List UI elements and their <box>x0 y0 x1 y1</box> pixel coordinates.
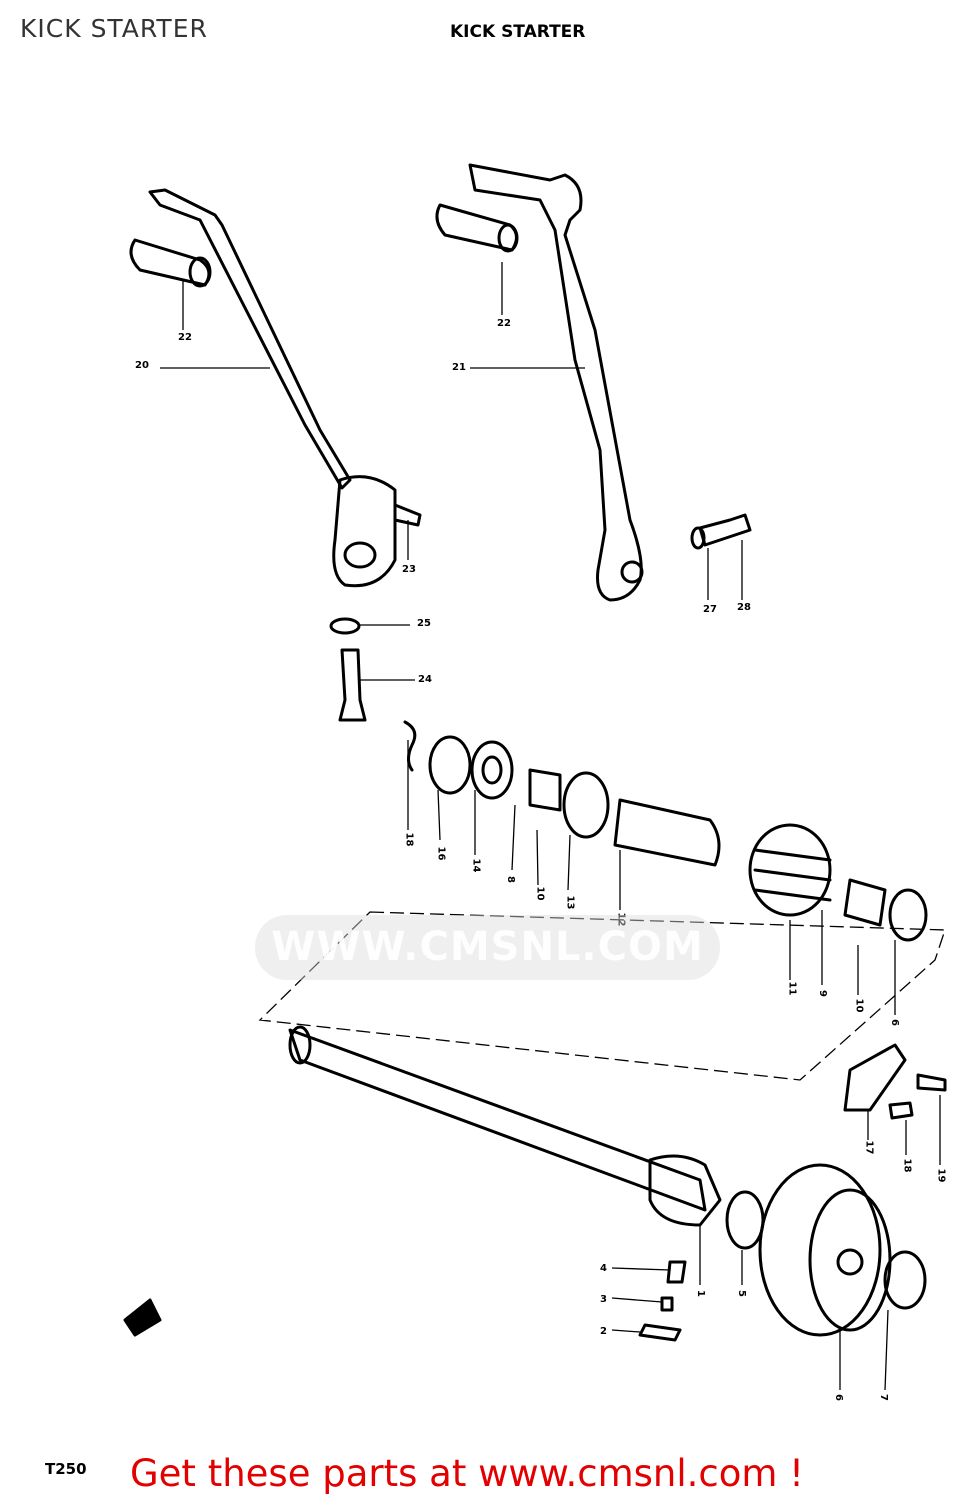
callout-label: 14 <box>470 858 482 873</box>
washer-5-part <box>725 1190 765 1250</box>
callout-label: 19 <box>935 1168 947 1183</box>
spacer-9-part <box>843 878 887 927</box>
callout-label: 20 <box>135 360 149 371</box>
kick-grip-right-part <box>435 203 519 253</box>
callout-label: 17 <box>863 1140 875 1155</box>
callout-label: 9 <box>816 990 828 997</box>
callout-label: 6 <box>832 1394 844 1401</box>
callout-label: 10 <box>853 998 865 1013</box>
stopper-bolt-part <box>916 1073 947 1092</box>
guide-12-part <box>613 798 721 867</box>
key-4-part <box>666 1260 687 1284</box>
diagram-heading: KICK STARTER <box>450 22 586 42</box>
kick-lever-right-part <box>468 163 644 602</box>
callout-label: 18 <box>901 1158 913 1173</box>
key-2-part <box>638 1323 682 1342</box>
callout-label: 1 <box>694 1290 706 1297</box>
washer-25-part <box>329 617 361 635</box>
callout-label: 18 <box>403 832 415 847</box>
promo-link[interactable]: Get these parts at www.cmsnl.com ! <box>130 1452 805 1495</box>
callout-label: 5 <box>735 1290 747 1297</box>
callout-label: 4 <box>600 1263 607 1274</box>
callout-label: 7 <box>877 1394 889 1401</box>
callout-label: 25 <box>417 618 431 629</box>
kick-lever-left-part <box>148 188 422 588</box>
spring-11-part <box>748 823 832 917</box>
callout-label: 13 <box>564 895 576 910</box>
pin-24-part <box>338 648 367 722</box>
key-3-part <box>660 1296 674 1312</box>
callout-label: 16 <box>435 846 447 861</box>
callout-label: 3 <box>600 1294 607 1305</box>
washer-7-part <box>883 1250 927 1310</box>
washer-16-part <box>428 735 472 795</box>
callout-label: 24 <box>418 674 432 685</box>
callout-label: 11 <box>786 981 798 996</box>
page-title: KICK STARTER <box>20 14 208 43</box>
callout-label: 21 <box>452 362 466 373</box>
circlip-part <box>403 720 417 772</box>
clip-part <box>123 1298 162 1337</box>
spacer-part <box>528 768 562 812</box>
callout-label: 22 <box>497 318 511 329</box>
callout-label: 10 <box>534 886 546 901</box>
kick-grip-left-part <box>129 238 212 288</box>
stopper-plate-part <box>843 1043 907 1112</box>
callout-label: 28 <box>737 602 751 613</box>
callout-label: 27 <box>703 604 717 615</box>
callout-label: 8 <box>504 876 516 883</box>
watermark: WWW.CMSNL.COM <box>255 915 720 980</box>
lever-bolt-part <box>690 513 752 550</box>
callout-label: 22 <box>178 332 192 343</box>
model-code: T250 <box>45 1460 87 1478</box>
kick-gear-part <box>758 1163 892 1337</box>
callout-label: 2 <box>600 1326 607 1337</box>
kick-shaft-part <box>288 1025 722 1227</box>
callout-label: 6 <box>888 1019 900 1026</box>
callout-label: 23 <box>402 564 416 575</box>
